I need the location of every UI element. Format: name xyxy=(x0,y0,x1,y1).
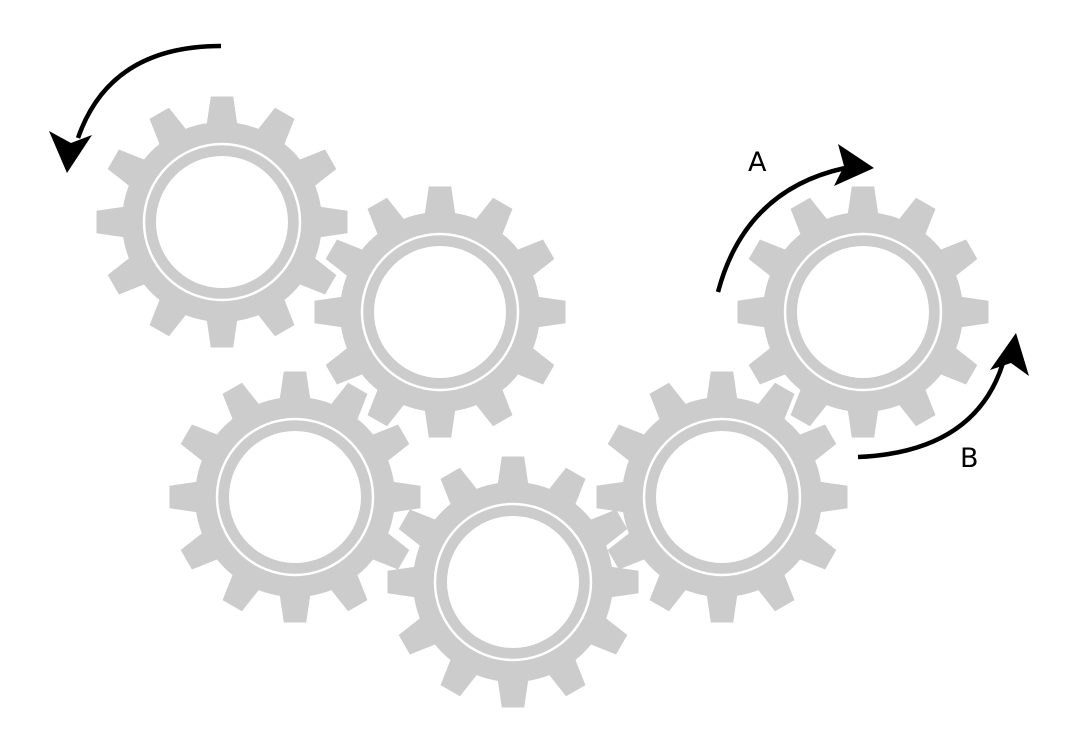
gear-center-hole xyxy=(656,431,788,563)
gear-center-hole xyxy=(374,246,506,378)
arrow-b-shaft xyxy=(857,362,1006,460)
arrow-a-label: A xyxy=(748,147,767,178)
arrow-a-head xyxy=(834,144,874,186)
gear-bottom-right xyxy=(596,371,848,623)
gear-center-hole xyxy=(797,246,929,378)
gear-center-hole xyxy=(447,516,579,648)
gear-bottom-left xyxy=(169,371,421,623)
arrow-a-clockwise: A xyxy=(715,144,874,293)
gear-inner-ring xyxy=(360,232,520,392)
arrow-top-left-head xyxy=(49,131,92,173)
gear-center-left xyxy=(314,186,566,438)
arrow-b-counterclockwise: B xyxy=(857,333,1029,474)
arrow-a-shaft xyxy=(715,165,846,293)
gear-inner-ring xyxy=(142,142,302,302)
gear-center-hole xyxy=(156,156,288,288)
gear-top-left xyxy=(96,96,348,348)
gear-inner-ring xyxy=(433,502,593,662)
gear-center-hole xyxy=(229,431,361,563)
gear-inner-ring xyxy=(783,232,943,392)
gear-top-right xyxy=(737,186,989,438)
gear-bottom-center xyxy=(387,456,639,708)
gear-inner-ring xyxy=(642,417,802,577)
arrow-top-left-shaft xyxy=(75,43,222,139)
arrow-top-left-counterclockwise xyxy=(49,43,222,173)
arrow-b-label: B xyxy=(960,443,979,474)
arrow-b-head xyxy=(990,333,1029,376)
gear-inner-ring xyxy=(215,417,375,577)
